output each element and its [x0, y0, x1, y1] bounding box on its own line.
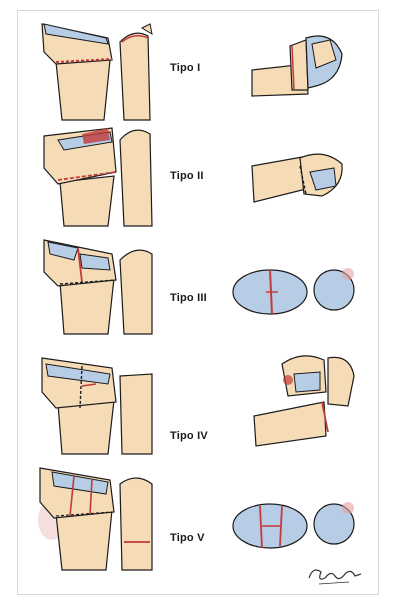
tipo-1-label: Tipo I [170, 62, 200, 74]
row-tipo-5: Tipo V [0, 458, 396, 570]
row-tipo-1: Tipo I [0, 12, 396, 124]
tipo-3-label: Tipo III [170, 292, 207, 304]
tipo-4-lateral-illustration [248, 350, 360, 454]
artist-signature [305, 560, 363, 588]
row-tipo-4: Tipo IV [0, 346, 396, 458]
tipo-2-lateral-illustration [250, 136, 350, 214]
tipo-1-frontal-illustration [38, 12, 163, 120]
tipo-4-frontal-illustration [36, 346, 163, 454]
tipo-2-frontal-illustration [38, 118, 163, 226]
tipo-5-label: Tipo V [170, 532, 205, 544]
tipo-2-label: Tipo II [170, 170, 204, 182]
row-tipo-2: Tipo II [0, 118, 396, 230]
tipo-4-label: Tipo IV [170, 430, 208, 442]
tipo-5-axial-illustration [230, 498, 360, 554]
tipo-5-frontal-illustration [34, 458, 164, 570]
tipo-3-axial-illustration [230, 264, 360, 324]
tipo-3-frontal-illustration [38, 230, 163, 338]
tipo-1-lateral-illustration [250, 24, 350, 104]
row-tipo-3: Tipo III [0, 230, 396, 342]
